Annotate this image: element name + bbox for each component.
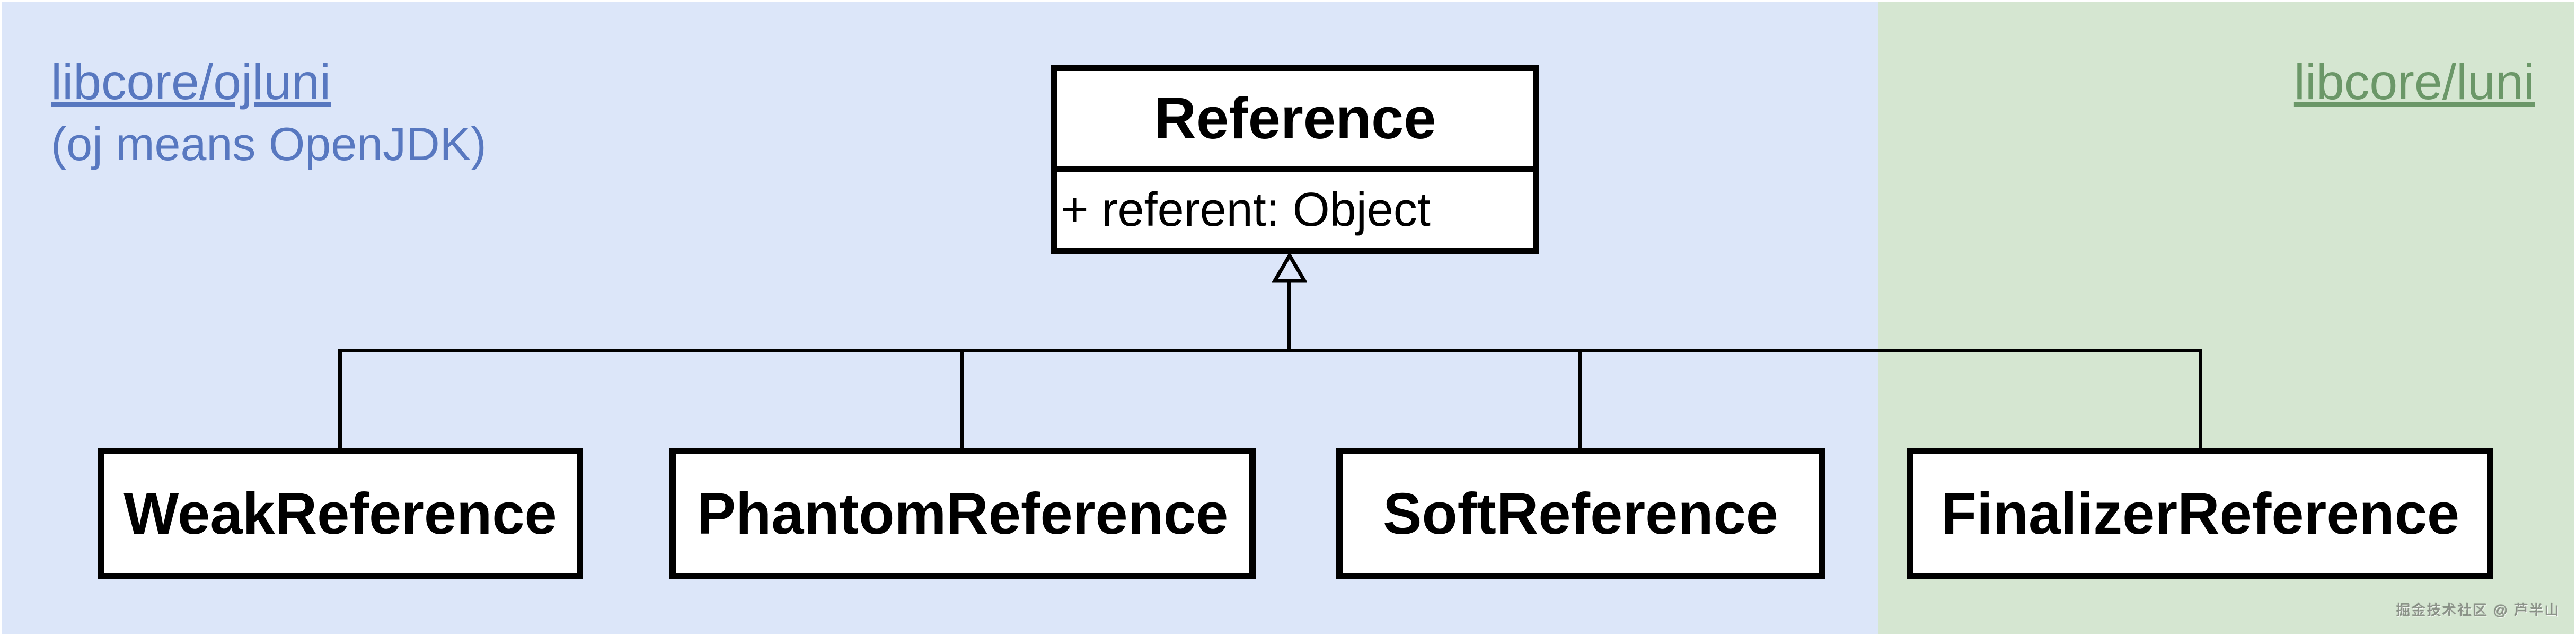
reference-class-title: Reference [1057,71,1533,172]
reference-class-attribute: + referent: Object [1061,183,1431,236]
ojluni-note-text: (oj means OpenJDK) [51,118,487,170]
softreference-class-box: SoftReference [1336,448,1825,579]
finalizerreference-class-box: FinalizerReference [1907,448,2493,579]
luni-link[interactable]: libcore/luni [2293,54,2535,110]
inheritance-line-parent-drop [1287,280,1291,352]
inheritance-line-drop-phantomreference [960,349,964,448]
inheritance-line-drop-weakreference [338,349,342,448]
reference-class-box: Reference + referent: Object [1051,65,1539,254]
inheritance-line-drop-finalizerreference [2199,349,2202,448]
ojluni-link[interactable]: libcore/ojluni [51,54,331,110]
inheritance-line-drop-softreference [1578,349,1582,448]
watermark-text: 掘金技术社区 @ 芦半山 [2396,603,2560,619]
inheritance-triangle-icon [1272,253,1307,283]
phantomreference-class-box: PhantomReference [669,448,1256,579]
weakreference-class-box: WeakReference [98,448,583,579]
inheritance-line-horizontal [338,349,2202,352]
